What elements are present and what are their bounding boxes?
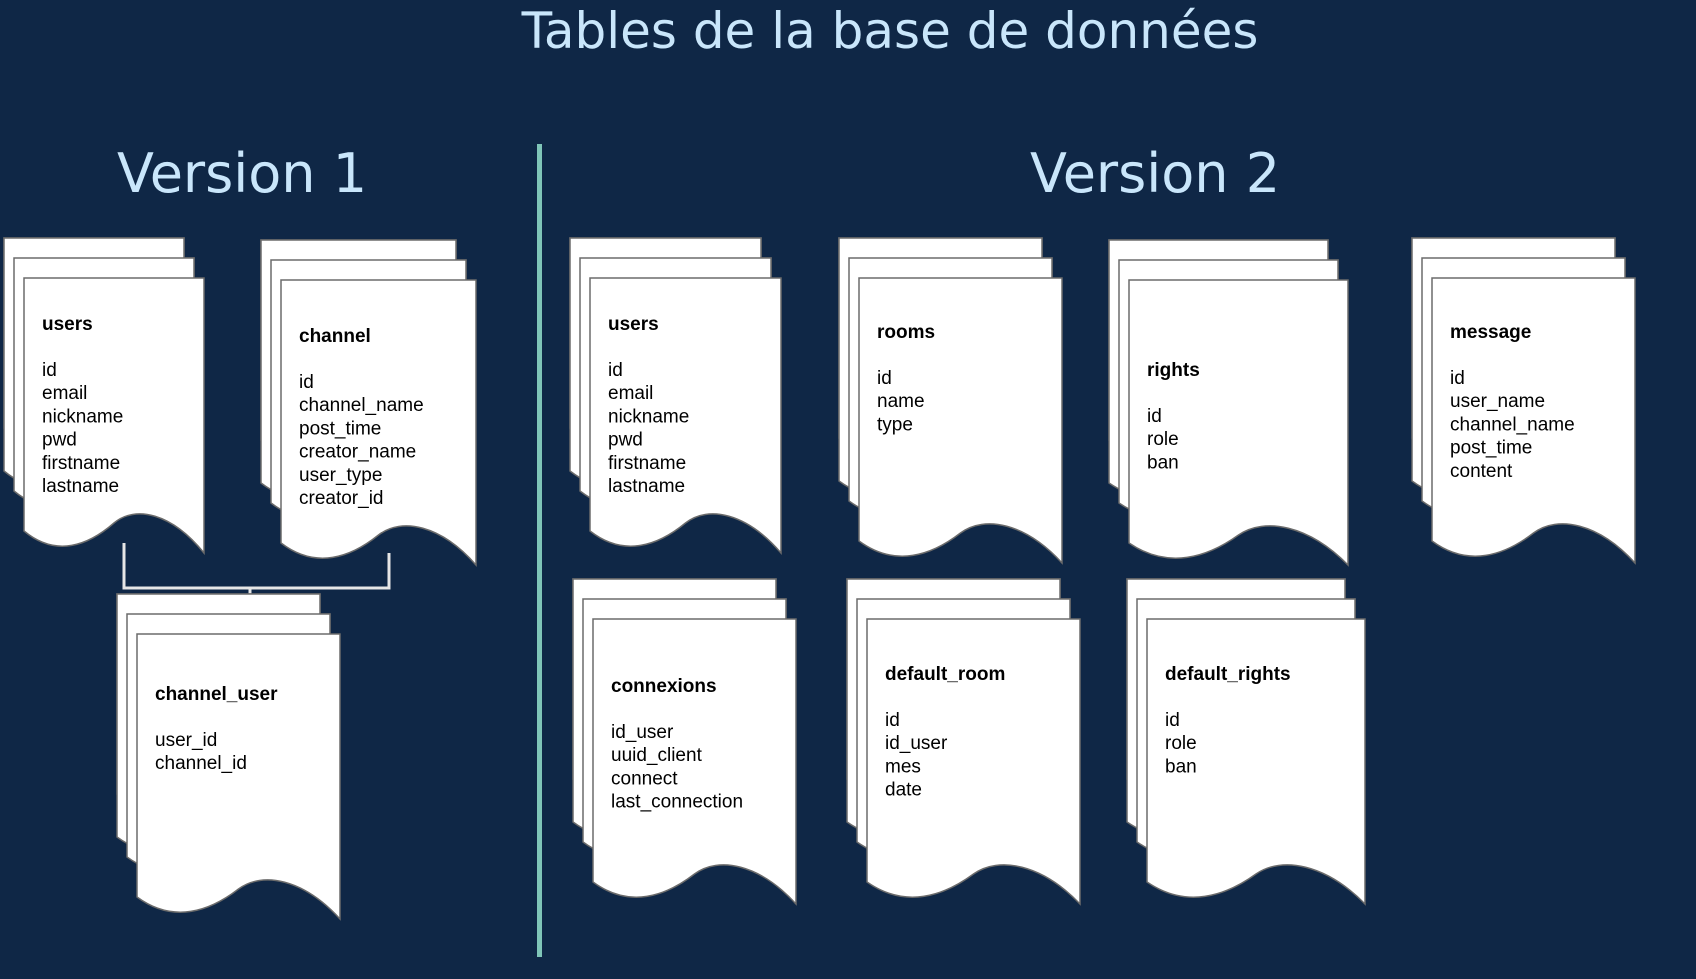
table-field: id (42, 360, 57, 381)
document-shape (1128, 279, 1349, 567)
table-field: uuid_client (611, 745, 703, 766)
document-shape (23, 277, 205, 556)
table-field: connect (611, 768, 678, 789)
table-name: default_room (885, 664, 1005, 685)
table-name: channel_user (155, 684, 278, 705)
table-field: role (1165, 733, 1197, 754)
table-field: pwd (42, 430, 77, 451)
table-name: users (42, 314, 93, 335)
table-field: nickname (42, 406, 123, 427)
document-shape (858, 277, 1063, 565)
table-field: pwd (608, 430, 643, 451)
table-field: email (42, 383, 87, 404)
table-field: type (877, 414, 913, 435)
table-field: post_time (1450, 438, 1532, 459)
table-name: default_rights (1165, 664, 1291, 685)
table-field: name (877, 391, 925, 412)
table-name: message (1450, 322, 1531, 343)
document-shape (592, 618, 797, 906)
table-field: user_name (1450, 391, 1545, 412)
table-field: lastname (42, 476, 119, 497)
table-field: post_time (299, 418, 381, 439)
table-name: rooms (877, 322, 935, 343)
version-1-heading: Version 1 (116, 142, 368, 205)
table-field: id (877, 368, 892, 389)
document-shape (280, 279, 477, 567)
table-field: id (299, 372, 314, 393)
document-shape (589, 277, 782, 556)
table-name: connexions (611, 676, 717, 697)
table-field: id (885, 710, 900, 731)
table-field: lastname (608, 476, 685, 497)
table-field: content (1450, 461, 1513, 482)
table-field: nickname (608, 406, 689, 427)
table-field: firstname (608, 453, 686, 474)
table-field: id (1165, 710, 1180, 731)
document-shape (136, 633, 341, 921)
document-shape (866, 618, 1081, 906)
table-field: role (1147, 429, 1179, 450)
page-title: Tables de la base de données (521, 2, 1259, 60)
table-field: id_user (611, 722, 674, 743)
table-field: id (608, 360, 623, 381)
table-field: id (1147, 406, 1162, 427)
table-field: firstname (42, 453, 120, 474)
table-field: user_id (155, 730, 217, 751)
document-shape (1431, 277, 1636, 565)
table-name: channel (299, 326, 371, 347)
table-field: channel_id (155, 753, 247, 774)
table-field: user_type (299, 465, 382, 486)
table-field: ban (1147, 452, 1179, 473)
table-field: date (885, 780, 922, 801)
version-divider (537, 144, 542, 957)
table-field: email (608, 383, 653, 404)
table-field: channel_name (299, 395, 424, 416)
table-field: creator_name (299, 442, 416, 463)
table-field: last_connection (611, 792, 743, 813)
table-field: mes (885, 756, 921, 777)
table-name: users (608, 314, 659, 335)
table-field: ban (1165, 756, 1197, 777)
table-field: creator_id (299, 488, 384, 509)
table-field: channel_name (1450, 414, 1575, 435)
table-name: rights (1147, 360, 1200, 381)
version-2-heading: Version 2 (1029, 142, 1281, 205)
table-field: id (1450, 368, 1465, 389)
table-field: id_user (885, 733, 948, 754)
document-shape (1146, 618, 1366, 906)
